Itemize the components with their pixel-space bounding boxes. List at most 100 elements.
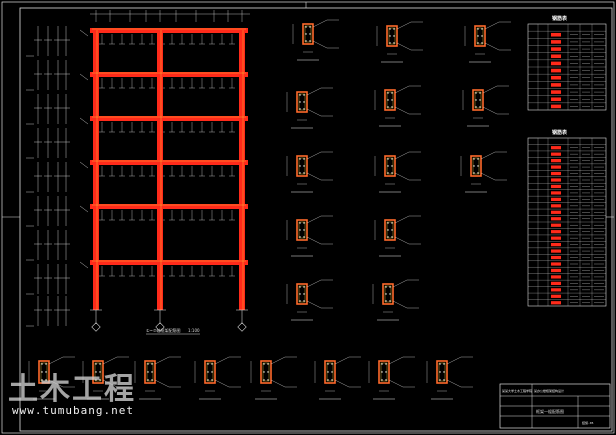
leader-line — [394, 215, 410, 224]
leader-line — [394, 172, 410, 181]
rebar-dot — [305, 33, 307, 35]
rebar-dot — [211, 371, 213, 373]
column-section-inner — [474, 91, 482, 109]
rebar-dot — [385, 286, 387, 288]
rebar-dot — [389, 293, 391, 295]
leader-line — [480, 151, 496, 160]
table-rebar-sketch — [551, 68, 561, 73]
axis-bubble — [237, 322, 247, 332]
rebar-dot — [391, 165, 393, 167]
rebar-dot — [391, 99, 393, 101]
rebar-dot — [299, 165, 301, 167]
rebar-dot — [475, 99, 477, 101]
frame-elevation — [79, 10, 250, 332]
rebar-dot — [381, 371, 383, 373]
leader-line — [334, 356, 350, 365]
rebar-dot — [303, 108, 305, 110]
rebar-dot — [45, 363, 47, 365]
leader-line — [102, 356, 118, 365]
table-1-grid — [528, 24, 606, 110]
column-section-inner — [298, 93, 306, 111]
leader-line — [306, 215, 322, 224]
leader-line — [484, 42, 500, 51]
column-section-inner — [298, 157, 306, 175]
rebar-dot — [299, 158, 301, 160]
rebar-dot — [99, 379, 101, 381]
table-rebar-sketch — [551, 152, 561, 156]
column-section-inner — [476, 27, 484, 45]
rebar-dot — [439, 371, 441, 373]
table-rebar-sketch — [551, 288, 561, 292]
rebar-dot — [389, 42, 391, 44]
rebar-dot — [477, 158, 479, 160]
column-section-inner — [386, 91, 394, 109]
leader-line — [446, 356, 462, 365]
leader-line — [396, 42, 412, 51]
rebar-dot — [439, 363, 441, 365]
leader-line — [484, 21, 500, 30]
table-rebar-sketch — [551, 159, 561, 163]
rebar-dot — [391, 106, 393, 108]
rebar-dot — [331, 379, 333, 381]
rebar-dot — [207, 363, 209, 365]
leader-line — [306, 108, 322, 117]
beam — [90, 204, 248, 209]
rebar-dot — [381, 379, 383, 381]
rebar-dot — [303, 158, 305, 160]
rebar-dot — [387, 106, 389, 108]
rebar-dot — [387, 158, 389, 160]
rebar-dot — [309, 26, 311, 28]
rebar-dot — [303, 222, 305, 224]
rebar-dot — [207, 379, 209, 381]
table-rebar-sketch — [551, 243, 561, 247]
table-rebar-sketch — [551, 204, 561, 208]
table-rebar-sketch — [551, 54, 561, 59]
leader-line — [392, 279, 408, 288]
rebar-dot — [387, 172, 389, 174]
tb-drawing-name: 框架一榀配筋图 — [536, 408, 564, 414]
rebar-dot — [477, 172, 479, 174]
rebar-dot — [477, 42, 479, 44]
rebar-dot — [393, 35, 395, 37]
rebar-dot — [45, 371, 47, 373]
rebar-table-2: 钢筋表 — [527, 129, 607, 307]
leader-line — [306, 87, 322, 96]
rebar-dot — [147, 363, 149, 365]
rebar-dot — [299, 300, 301, 302]
rebar-dot — [267, 363, 269, 365]
column-section — [384, 219, 396, 241]
rebar-dot — [387, 236, 389, 238]
column-section — [474, 25, 486, 47]
beam-section — [436, 360, 448, 384]
rebar-dot — [387, 222, 389, 224]
rebar-dot — [263, 371, 265, 373]
column — [157, 28, 163, 310]
rebar-dot — [303, 229, 305, 231]
column — [239, 28, 245, 310]
beam — [90, 28, 248, 33]
rebar-dot — [477, 165, 479, 167]
rebar-dot — [385, 300, 387, 302]
rebar-dot — [391, 158, 393, 160]
table-rebar-sketch — [551, 83, 561, 87]
beam-section — [260, 360, 272, 384]
beam-section — [324, 360, 336, 384]
rebar-dot — [473, 158, 475, 160]
beam-section — [378, 360, 390, 384]
rebar-dot — [331, 371, 333, 373]
rebar-dot — [443, 363, 445, 365]
leader-line — [270, 356, 286, 365]
rebar-dot — [151, 379, 153, 381]
rebar-dot — [473, 165, 475, 167]
rebar-dot — [391, 236, 393, 238]
column-section — [302, 23, 314, 45]
rebar-dot — [95, 363, 97, 365]
rebar-dot — [211, 379, 213, 381]
table-rebar-sketch — [551, 104, 561, 109]
leader-line — [482, 106, 498, 115]
rebar-dot — [309, 33, 311, 35]
table-rebar-sketch — [551, 230, 561, 234]
elevation-caption: ①~⑦轴框架配筋图 — [146, 327, 181, 333]
rebar-dot — [267, 371, 269, 373]
